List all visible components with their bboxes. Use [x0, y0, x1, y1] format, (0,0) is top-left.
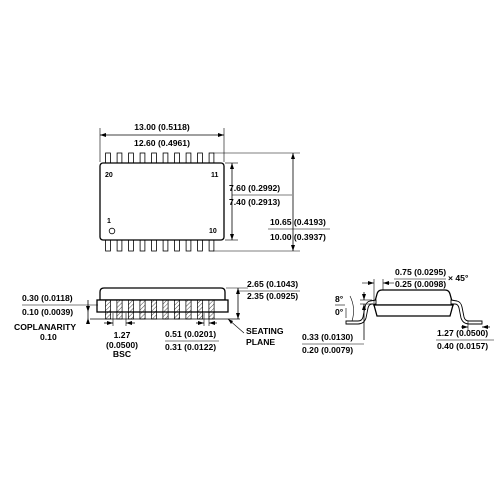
angle-min-label: 0° — [335, 307, 344, 317]
lead-side — [208, 299, 215, 320]
lead-side — [151, 299, 157, 320]
foot-thk-min-label: 0.20 (0.0079) — [302, 345, 353, 355]
chamfer-min-label: 0.25 (0.0098) — [395, 279, 446, 289]
height-dimension: 2.65 (0.1043) 2.35 (0.0925) — [226, 279, 300, 319]
pin-lower — [116, 239, 123, 252]
pin-10-label: 10 — [209, 228, 217, 235]
lead-side — [139, 299, 146, 320]
chamfer-angle-label: × 45° — [448, 273, 469, 283]
seating-plane-label-2: PLANE — [246, 337, 275, 347]
lead-side — [197, 299, 203, 320]
lead-right-end-view — [450, 299, 483, 325]
pin-11-label: 11 — [211, 172, 219, 179]
pitch-bsc-label: BSC — [113, 349, 131, 359]
lead-thk-min-label: 0.10 (0.0039) — [22, 307, 73, 317]
pin-upper — [162, 152, 169, 164]
lead-left-end-view — [345, 299, 377, 325]
package-body-top — [99, 162, 225, 241]
pin-upper — [151, 152, 157, 164]
top-pins-upper-row — [105, 152, 215, 164]
lead-side — [185, 299, 192, 320]
pin-upper — [116, 152, 123, 164]
lead-thk-max-label: 0.30 (0.0118) — [22, 293, 73, 303]
pin-upper — [174, 152, 180, 164]
lead-width-max-label: 0.51 (0.0201) — [165, 329, 216, 339]
pin-upper — [208, 152, 215, 164]
coplanarity-value: 0.10 — [40, 332, 57, 342]
pin-upper — [105, 152, 111, 164]
top-pins-lower-row — [105, 239, 215, 252]
pin1-marker — [108, 227, 116, 235]
lead-side — [116, 299, 123, 320]
lead-side — [174, 299, 180, 320]
body-width-dimension: 7.60 (0.2992) 7.40 (0.2913) — [225, 162, 292, 241]
foot-thickness-dimension: 0.33 (0.0130) 0.20 (0.0079) — [302, 292, 372, 355]
pin-lower — [208, 239, 215, 252]
lead-side — [128, 299, 134, 320]
length-min-label: 12.60 (0.4961) — [134, 138, 190, 148]
pin-lower — [174, 239, 180, 252]
foot-len-min-label: 0.40 (0.0157) — [437, 341, 488, 351]
foot-length-dimension: 1.27 (0.0500) 0.40 (0.0157) — [436, 321, 494, 351]
body-width-min-label: 7.40 (0.2913) — [229, 197, 280, 207]
lead-width-dimension: 0.51 (0.0201) 0.31 (0.0122) — [165, 313, 219, 352]
height-min-label: 2.35 (0.0925) — [247, 291, 298, 301]
lead-side — [105, 299, 111, 320]
length-max-label: 13.00 (0.5118) — [134, 122, 190, 132]
overall-width-dimension: 10.65 (0.4193) 10.00 (0.3937) — [213, 152, 330, 252]
side-view: 0.30 (0.0118) 0.10 (0.0039) COPLANARITY … — [14, 279, 300, 359]
foot-angle-dimension: 8° 0° — [335, 294, 354, 322]
pitch-dimension: 1.27 (0.0500) BSC — [104, 313, 138, 359]
pin-lower — [128, 239, 134, 252]
length-dimension: 13.00 (0.5118) 12.60 (0.4961) — [99, 122, 225, 162]
pin-lower — [151, 239, 157, 252]
angle-max-label: 8° — [335, 294, 344, 304]
pin-20-label: 20 — [105, 172, 113, 179]
lead-side — [162, 299, 169, 320]
overall-width-min-label: 10.00 (0.3937) — [270, 232, 326, 242]
seating-plane-callout: SEATING PLANE — [227, 318, 284, 347]
foot-len-max-label: 1.27 (0.0500) — [437, 328, 488, 338]
foot-thk-max-label: 0.33 (0.0130) — [302, 332, 353, 342]
height-max-label: 2.65 (0.1043) — [247, 279, 298, 289]
pitch-inch-label: (0.0500) — [106, 340, 138, 350]
pin-upper — [197, 152, 203, 164]
chamfer-max-label: 0.75 (0.0295) — [395, 267, 446, 277]
pin-lower — [162, 239, 169, 252]
lead-width-min-label: 0.31 (0.0122) — [165, 342, 216, 352]
package-body-end-upper — [373, 289, 454, 306]
chamfer-dimension: 0.75 (0.0295) 0.25 (0.0098) × 45° — [362, 267, 469, 303]
pin-upper — [185, 152, 192, 164]
package-body-side-upper — [99, 287, 226, 301]
body-width-max-label: 7.60 (0.2992) — [229, 183, 280, 193]
pin-lower — [197, 239, 203, 252]
pin-lower — [139, 239, 146, 252]
pin-lower — [105, 239, 111, 252]
seating-plane-label-1: SEATING — [246, 326, 284, 336]
pin-1-label: 1 — [107, 218, 111, 225]
end-view: 0.75 (0.0295) 0.25 (0.0098) × 45° 8° 0° … — [302, 267, 494, 355]
pin-upper — [128, 152, 134, 164]
coplanarity-label: COPLANARITY — [14, 322, 76, 332]
pitch-value-label: 1.27 — [114, 330, 131, 340]
pin-upper — [139, 152, 146, 164]
top-view: 20 11 1 10 13.00 (0.5118) 12.60 (0.4961)… — [99, 122, 330, 252]
package-body-end-lower — [373, 304, 454, 317]
pin-lower — [185, 239, 192, 252]
lead-thickness-dimension: 0.30 (0.0118) 0.10 (0.0039) COPLANARITY … — [14, 293, 98, 342]
overall-width-max-label: 10.65 (0.4193) — [270, 217, 326, 227]
